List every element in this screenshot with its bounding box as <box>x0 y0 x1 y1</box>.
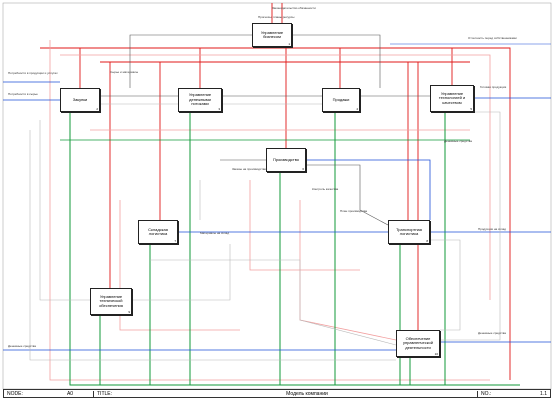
label-top-laws: Законодательство обязанности <box>272 6 316 10</box>
flow-arrow <box>132 244 231 301</box>
box-production[interactable]: Производство 6 <box>266 148 306 172</box>
box-purchasing[interactable]: Закупки 2 <box>60 88 100 112</box>
label-in-finance: Денежные средства <box>444 139 472 143</box>
feedback-arrow <box>119 200 240 331</box>
box-number: 2 <box>96 106 98 111</box>
flow-arrow <box>440 111 501 341</box>
label-top-plans: Прогнозы, планы ресурсы <box>258 15 295 19</box>
flow-arrow <box>29 130 396 361</box>
label-ext-orders: Потребности в продукции и услугах <box>8 71 58 75</box>
feedback-arrow <box>49 40 490 381</box>
box-number: 3 <box>218 106 220 111</box>
box-label: Управление денежными потоками <box>188 92 212 107</box>
label-mid-orders: Заказы на производство <box>232 167 267 171</box>
box-warehouse-logistics[interactable]: Складская логистика 7 <box>138 220 178 244</box>
flow-arrow <box>292 34 381 88</box>
label-in-materials: Сырье и материалы <box>110 70 139 74</box>
box-technical-support[interactable]: Управление технической обеспечения 9 <box>90 288 132 315</box>
footer-no-value: 1.1 <box>540 390 547 397</box>
box-management-support[interactable]: Обеспечение управленческой деятельности … <box>396 330 440 357</box>
flow-arrow <box>430 239 461 331</box>
box-label: Производство <box>272 156 300 162</box>
label-mid-quality: Контроль качества <box>312 187 339 191</box>
box-number: 4 <box>356 106 358 111</box>
label-mid-plan: План производства <box>340 209 368 213</box>
box-number: 9 <box>128 309 130 314</box>
footer-title-label: TITLE: <box>97 390 113 397</box>
label-out-docs: Продукция на склад <box>478 227 507 231</box>
box-number: 6 <box>302 166 304 171</box>
flow-arrow <box>306 164 389 226</box>
diagram-border <box>2 2 552 390</box>
box-number: 10 <box>434 351 438 356</box>
box-number: 7 <box>174 238 176 243</box>
label-out-goods: Готовая продукция <box>480 85 507 89</box>
box-label: Складская логистика <box>148 226 168 236</box>
box-label: Управление технической обеспечения <box>99 293 123 308</box>
flow-arrow <box>39 120 90 301</box>
label-mid-store: Материалы на склад <box>200 231 230 235</box>
box-label: Управление бизнесом <box>260 29 284 39</box>
flow-arrow <box>306 159 431 220</box>
box-transport-logistics[interactable]: Транспортная логистика 8 <box>388 220 430 244</box>
footer-node-label: NODE: <box>7 390 23 397</box>
box-technology-quality[interactable]: Управление технологией и качеством 5 <box>430 85 474 112</box>
flow-arrow <box>129 34 252 88</box>
arrow-layer <box>3 3 551 386</box>
label-out-reports: Отчетность перед собственниками <box>468 36 517 40</box>
flow-arrow <box>150 259 397 346</box>
box-sales[interactable]: Продажи 4 <box>322 88 360 112</box>
footer-no-label: NO.: <box>481 390 492 397</box>
diagram-footer: NODE: A0 TITLE: Модель компании NO.: 1.1 <box>3 389 551 398</box>
label-bottom-left: Денежные средства <box>8 344 36 348</box>
box-label: Закупки <box>72 96 88 102</box>
footer-node-value: A0 <box>47 390 94 397</box>
box-number: 5 <box>470 106 472 111</box>
box-cashflow-management[interactable]: Управление денежными потоками 3 <box>178 88 222 112</box>
box-number: 1 <box>288 41 290 46</box>
control-arrow <box>40 47 511 380</box>
box-label: Продажи <box>332 96 350 102</box>
footer-title-value: Модель компании <box>137 390 478 397</box>
feedback-arrow <box>249 180 360 271</box>
label-ext-suppliers: Потребности в сырье <box>8 92 38 96</box>
box-number: 8 <box>426 238 428 243</box>
mechanism-arrow <box>69 112 520 386</box>
label-right-bottom: Денежные средства <box>478 331 506 335</box>
box-business-management[interactable]: Управление бизнесом 1 <box>252 23 292 47</box>
box-label: Управление технологией и качеством <box>438 90 466 105</box>
box-label: Транспортная логистика <box>396 226 422 236</box>
feedback-arrow <box>60 54 491 300</box>
box-label: Обеспечение управленческой деятельности <box>403 335 433 350</box>
